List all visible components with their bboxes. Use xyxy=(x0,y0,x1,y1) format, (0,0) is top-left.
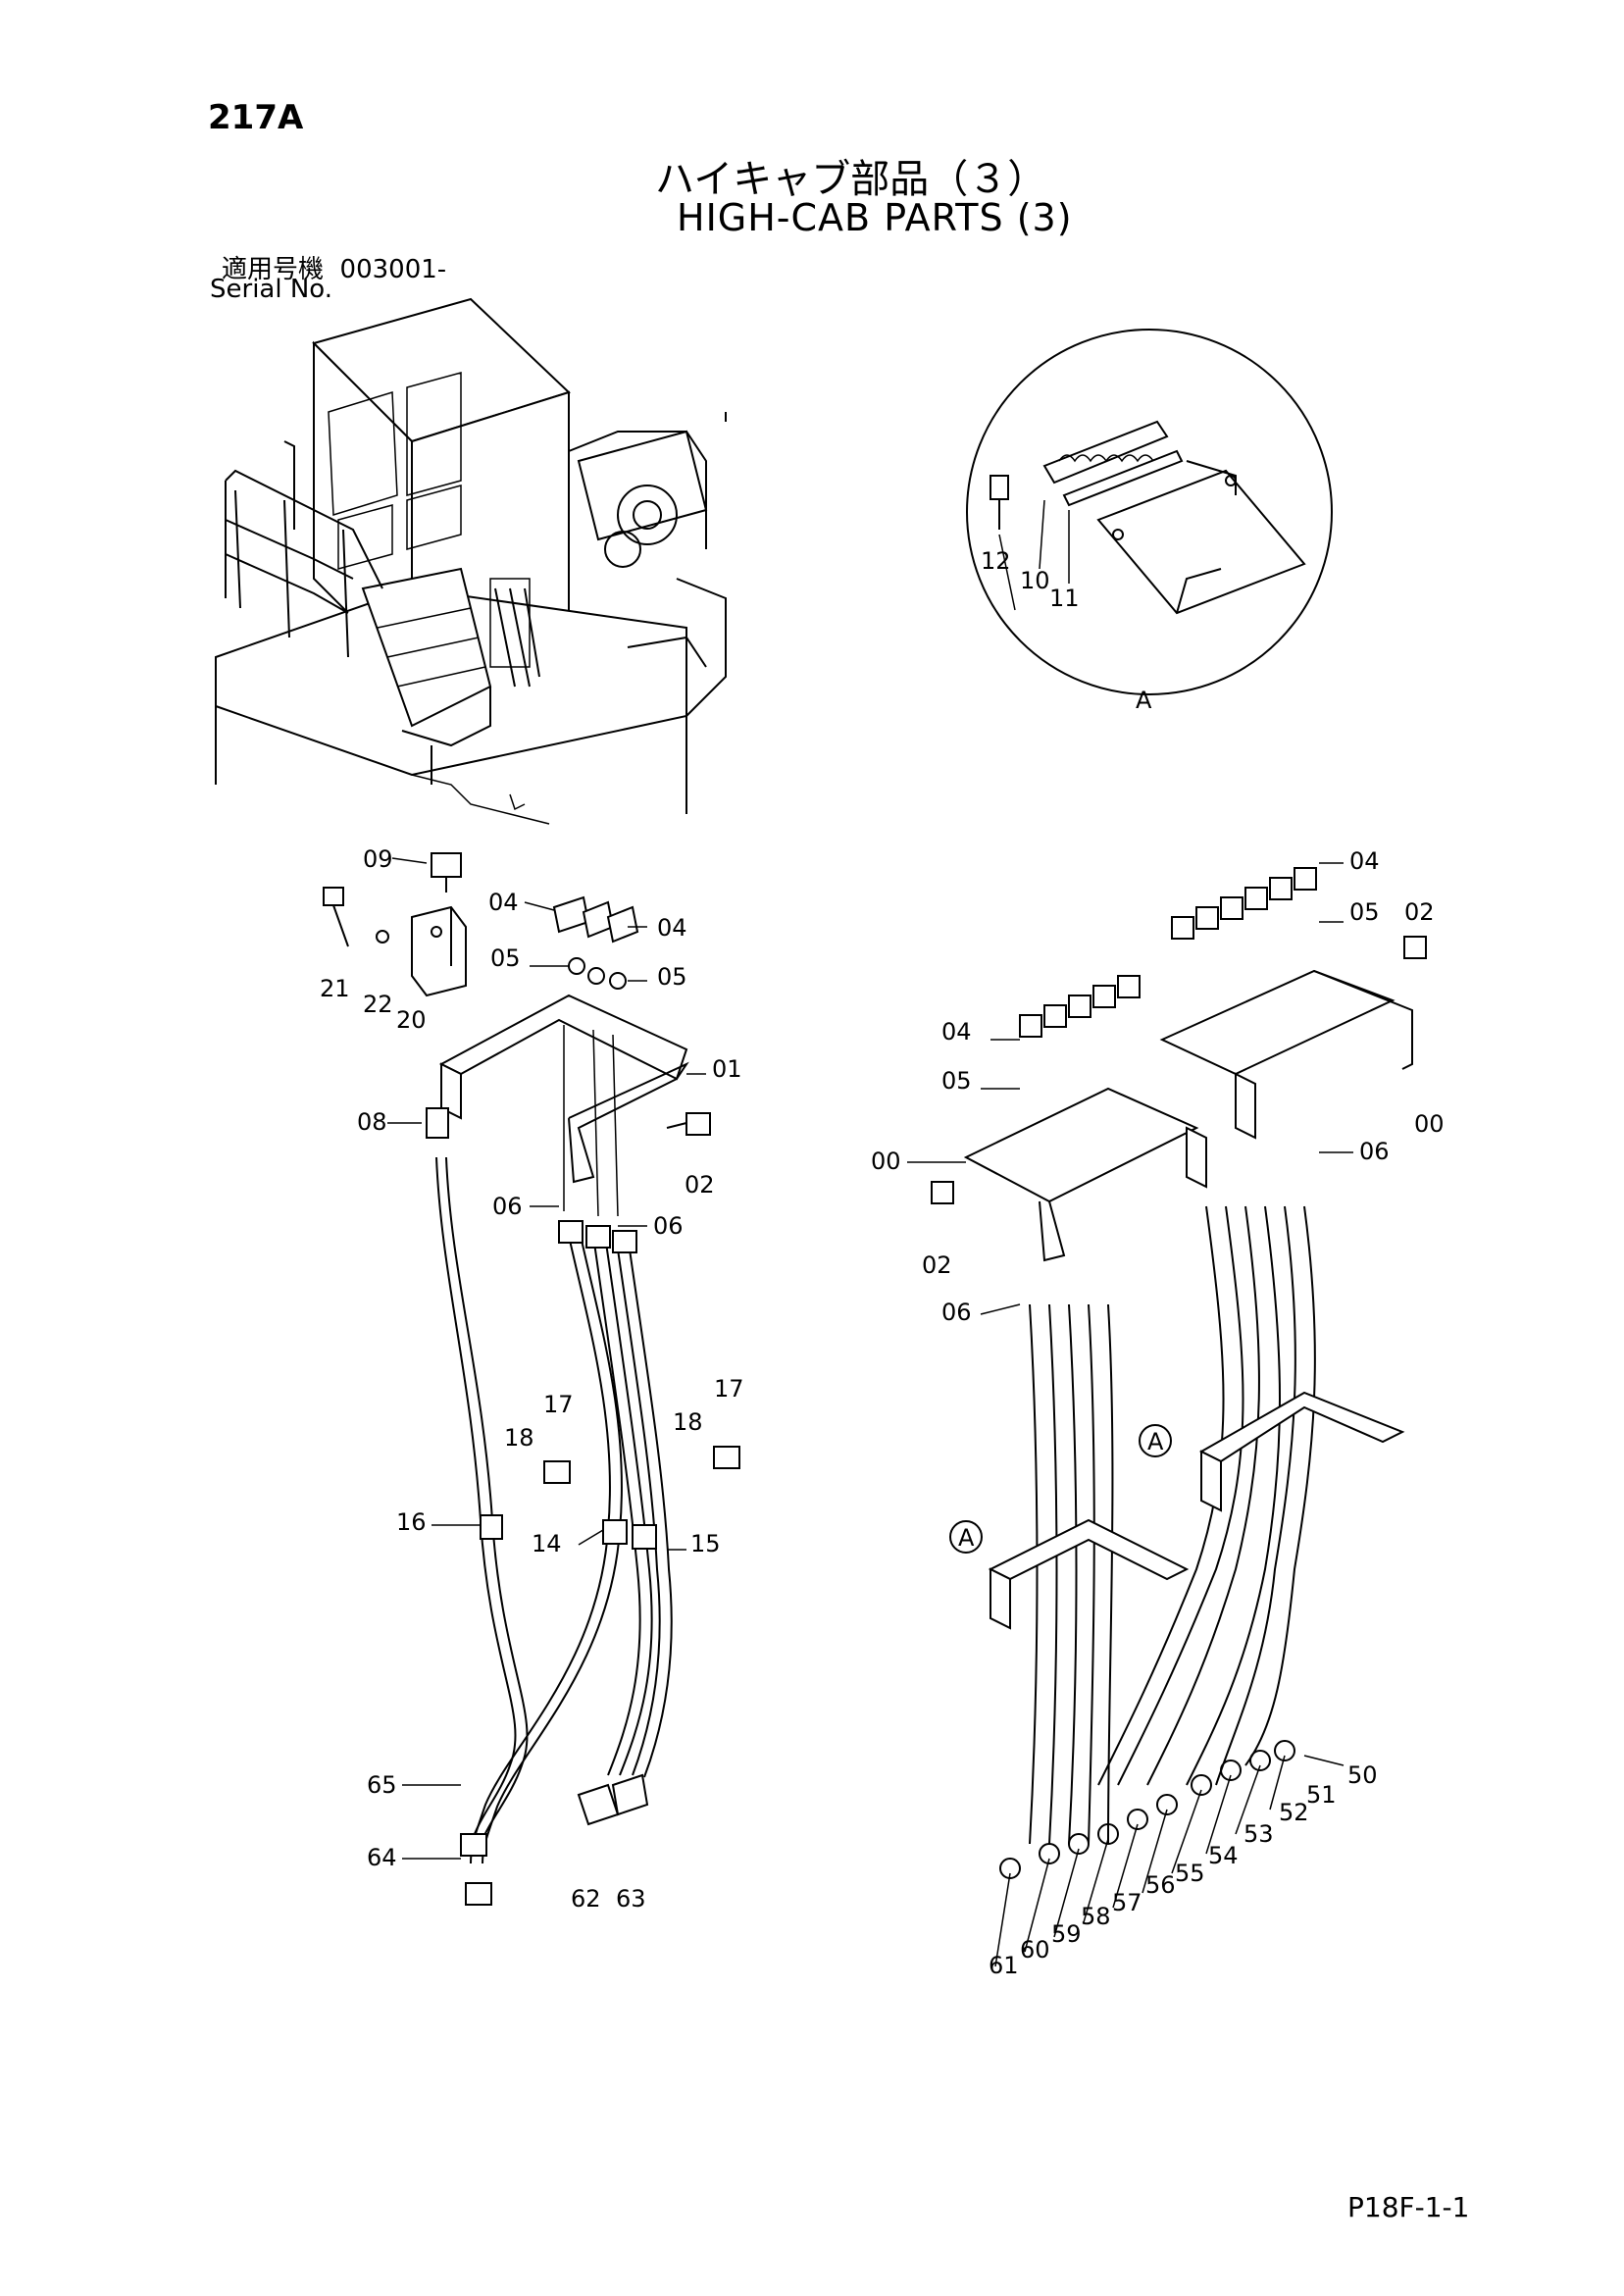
callout-22: 22 xyxy=(363,991,393,1018)
callout-05-a: 05 xyxy=(490,944,521,972)
page-code: P18F-1-1 xyxy=(1347,2191,1470,2223)
callout-17-a: 17 xyxy=(543,1391,574,1418)
section-marker-a-upper: A xyxy=(1147,1428,1164,1455)
serial-applicability: 適用号機 003001- xyxy=(222,249,446,285)
callout-04-a: 04 xyxy=(488,889,519,916)
callout-58: 58 xyxy=(1081,1903,1111,1930)
callout-64: 64 xyxy=(367,1844,397,1871)
callout-20: 20 xyxy=(396,1006,427,1034)
page-number: 217A xyxy=(208,98,304,137)
callout-04-c: 04 xyxy=(1349,847,1380,875)
callout-50: 50 xyxy=(1347,1761,1378,1789)
callout-51: 51 xyxy=(1306,1781,1337,1809)
callout-16: 16 xyxy=(396,1508,427,1536)
callout-12: 12 xyxy=(981,547,1011,575)
callout-02-right-a: 02 xyxy=(1404,898,1435,926)
callout-01: 01 xyxy=(712,1055,742,1083)
fitting-row-upper xyxy=(1019,867,1317,1038)
callout-59: 59 xyxy=(1051,1920,1082,1948)
callout-05-b: 05 xyxy=(657,963,687,991)
callout-08: 08 xyxy=(357,1108,387,1136)
page-title-english: HIGH-CAB PARTS (3) xyxy=(677,196,1073,239)
serial-label-english: Serial No. xyxy=(210,275,332,304)
callout-54: 54 xyxy=(1208,1842,1239,1869)
right-hydraulic-assembly xyxy=(931,867,1427,1879)
callout-labels: A 12 10 11 09 04 04 05 05 21 22 20 01 08… xyxy=(320,547,1445,1979)
callout-18-b: 18 xyxy=(673,1408,703,1436)
callout-52: 52 xyxy=(1279,1799,1309,1826)
callout-17-b: 17 xyxy=(714,1375,744,1403)
callout-62: 62 xyxy=(571,1885,601,1913)
callout-60: 60 xyxy=(1020,1936,1050,1964)
callout-18-a: 18 xyxy=(504,1424,534,1452)
callout-05-d: 05 xyxy=(941,1067,972,1095)
callout-02-left: 02 xyxy=(685,1171,715,1199)
callout-05-c: 05 xyxy=(1349,898,1380,926)
callout-04-b: 04 xyxy=(657,914,687,942)
callout-06-c: 06 xyxy=(1359,1138,1390,1165)
callout-11: 11 xyxy=(1049,585,1080,612)
callout-15: 15 xyxy=(690,1530,721,1557)
callout-56: 56 xyxy=(1145,1871,1176,1899)
callout-02-right-b: 02 xyxy=(922,1251,952,1279)
callout-10: 10 xyxy=(1020,567,1050,594)
callout-61: 61 xyxy=(989,1952,1019,1979)
page-title-japanese: ハイキャブ部品（３） xyxy=(655,157,1047,202)
section-marker-a-lower: A xyxy=(958,1524,975,1552)
detail-view-label: A xyxy=(1136,687,1152,714)
machine-overview-illustration xyxy=(215,297,727,825)
callout-65: 65 xyxy=(367,1771,397,1799)
callout-21: 21 xyxy=(320,975,350,1002)
callout-06-b: 06 xyxy=(653,1212,684,1240)
callout-06-d: 06 xyxy=(941,1299,972,1326)
callout-53: 53 xyxy=(1243,1820,1274,1848)
leader-lines xyxy=(387,499,1353,1967)
callout-63: 63 xyxy=(616,1885,646,1913)
callout-55: 55 xyxy=(1175,1860,1205,1887)
callout-09: 09 xyxy=(363,845,393,873)
callout-00-a: 00 xyxy=(1414,1110,1445,1138)
left-hydraulic-assembly xyxy=(323,852,740,1906)
detail-view-a xyxy=(966,329,1333,695)
callout-14: 14 xyxy=(532,1530,562,1557)
serial-value: 003001- xyxy=(339,255,447,284)
serial-label-japanese: 適用号機 xyxy=(222,255,325,284)
callout-00-b: 00 xyxy=(871,1148,901,1175)
callout-57: 57 xyxy=(1112,1889,1142,1916)
hose-bundle-right xyxy=(1029,1205,1316,1845)
callout-04-d: 04 xyxy=(941,1018,972,1046)
callout-06-a: 06 xyxy=(492,1193,523,1220)
